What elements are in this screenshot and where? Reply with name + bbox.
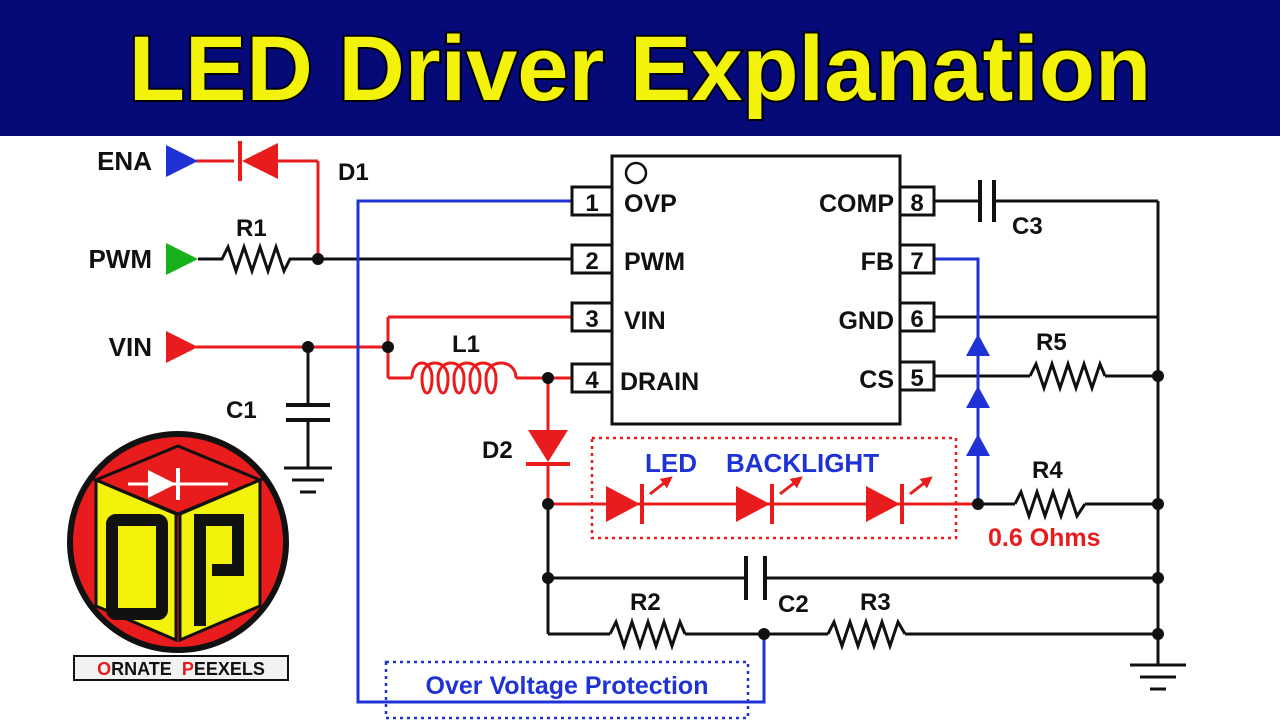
resistor-r4 — [1013, 487, 1087, 521]
d2-label: D2 — [482, 437, 513, 464]
black-wires — [306, 199, 1160, 665]
ic-pin-boxes — [570, 185, 936, 394]
brand-rest-1: RNATE — [111, 659, 172, 679]
junction-dots — [302, 253, 1164, 640]
led-backlight-box — [590, 436, 958, 540]
led-1 — [606, 476, 673, 524]
led-label: LED — [645, 448, 697, 478]
r3-label: R3 — [860, 589, 891, 616]
pwm-input-arrow — [166, 243, 198, 275]
resistor-r2 — [608, 617, 687, 651]
d1-label: D1 — [338, 159, 369, 186]
pin-7-name: FB — [861, 248, 894, 276]
led-2 — [736, 476, 803, 524]
r4-label: R4 — [1032, 457, 1063, 484]
ground-symbol-right — [1130, 663, 1186, 691]
pin-1-name: OVP — [624, 190, 677, 218]
pin-2-name: PWM — [624, 248, 685, 276]
pin-1-number: 1 — [585, 190, 598, 217]
vin-label: VIN — [109, 332, 152, 362]
logo-brand-text: ORNATE PEEXELS — [97, 659, 265, 679]
resistor-r5 — [1028, 359, 1107, 393]
capacitor-c2 — [744, 556, 767, 600]
c1-label: C1 — [226, 397, 257, 424]
ornate-peexels-logo — [67, 431, 289, 653]
feedback-arrows — [966, 334, 990, 456]
backlight-label: BACKLIGHT — [726, 448, 879, 478]
blue-wires — [356, 199, 980, 704]
pwm-label: PWM — [88, 244, 152, 274]
pin-6-name: GND — [838, 307, 894, 335]
title-banner — [0, 0, 1280, 136]
pin-8-number: 8 — [910, 190, 923, 217]
ena-input-arrow — [166, 145, 198, 177]
diode-d1 — [238, 141, 278, 181]
pin-5-name: CS — [859, 366, 894, 394]
ovp-box — [384, 660, 750, 720]
driver-ic — [610, 154, 902, 426]
r2-label: R2 — [630, 589, 661, 616]
r1-label: R1 — [236, 215, 267, 242]
pin-6-number: 6 — [910, 306, 923, 333]
pin-3-number: 3 — [585, 306, 598, 333]
brand-o: O — [97, 659, 111, 679]
led-3 — [866, 476, 933, 524]
pin-7-number: 7 — [910, 248, 923, 275]
pin-2-number: 2 — [585, 248, 598, 275]
capacitor-c3 — [978, 180, 996, 222]
ground-symbol-c1 — [284, 466, 332, 494]
ena-label: ENA — [97, 146, 152, 176]
pin-5-number: 5 — [910, 365, 923, 392]
pin-8-name: COMP — [819, 190, 894, 218]
pin-4-name: DRAIN — [620, 368, 699, 396]
ovp-label: Over Voltage Protection — [426, 672, 709, 700]
logo-brand-bar — [73, 655, 289, 681]
r5-label: R5 — [1036, 329, 1067, 356]
brand-p: P — [182, 659, 194, 679]
vin-input-arrow — [166, 331, 198, 363]
inductor-l1 — [410, 361, 518, 395]
resistor-r3 — [826, 617, 907, 651]
c3-label: C3 — [1012, 213, 1043, 240]
capacitor-c1 — [286, 403, 330, 422]
resistor-r1 — [198, 242, 318, 276]
brand-rest-2: EEXELS — [194, 659, 265, 679]
page-title: LED Driver Explanation — [129, 18, 1151, 120]
r4-value: 0.6 Ohms — [988, 524, 1101, 552]
l1-label: L1 — [452, 331, 480, 358]
pin-3-name: VIN — [624, 307, 666, 335]
diode-d2 — [526, 430, 570, 466]
pin-4-number: 4 — [585, 367, 599, 394]
c2-label: C2 — [778, 591, 809, 618]
